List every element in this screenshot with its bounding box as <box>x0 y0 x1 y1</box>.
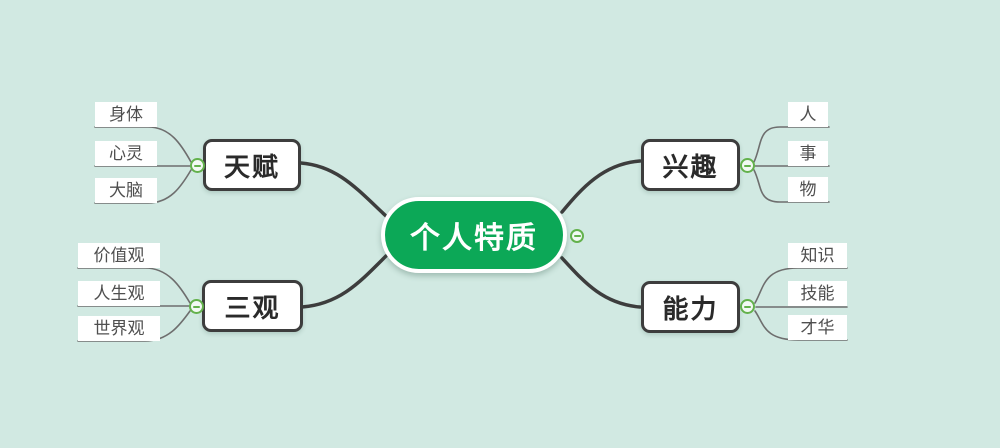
branch-node-label: 能力 <box>662 293 719 324</box>
root-node-label: 个人特质 <box>410 222 538 255</box>
branch-node-abilities[interactable]: 能力 <box>641 281 740 333</box>
collapse-button-interests[interactable] <box>740 158 755 173</box>
collapse-button-abilities[interactable] <box>740 299 755 314</box>
connector-root-to-interests <box>560 159 642 214</box>
leaf-node-knowledge[interactable]: 知识 <box>788 243 847 268</box>
branch-node-label: 兴趣 <box>662 151 719 182</box>
connector-three-views-to-values <box>77 267 191 304</box>
branch-node-label: 天赋 <box>223 151 280 182</box>
collapse-button-talent[interactable] <box>190 158 205 173</box>
connector-root-to-three-views <box>300 254 388 309</box>
branch-node-interests[interactable]: 兴趣 <box>641 139 740 191</box>
leaf-node-matters[interactable]: 事 <box>788 141 828 166</box>
leaf-node-talent-flair[interactable]: 才华 <box>788 315 847 340</box>
minus-icon <box>193 305 200 308</box>
branch-node-talent[interactable]: 天赋 <box>203 139 301 191</box>
leaf-node-body[interactable]: 身体 <box>95 102 157 127</box>
leaf-node-skills[interactable]: 技能 <box>788 281 847 306</box>
connector-talent-to-body <box>94 126 192 163</box>
leaf-node-life-view[interactable]: 人生观 <box>78 281 160 306</box>
leaf-node-people[interactable]: 人 <box>788 102 828 127</box>
minus-icon <box>573 235 581 237</box>
connector-root-to-talent <box>299 161 388 218</box>
minus-icon <box>194 164 201 167</box>
branch-node-three-views[interactable]: 三观 <box>202 280 303 332</box>
connector-abilities-to-knowledge <box>754 267 848 304</box>
leaf-node-things[interactable]: 物 <box>788 177 828 202</box>
branch-node-label: 三观 <box>224 292 281 323</box>
connector-interests-to-things <box>753 169 830 203</box>
connector-root-to-abilities <box>560 256 642 309</box>
root-node-personal-traits[interactable]: 个人特质 <box>381 197 567 273</box>
collapse-button-three-views[interactable] <box>189 299 204 314</box>
leaf-node-brain[interactable]: 大脑 <box>95 178 157 203</box>
leaf-node-mind[interactable]: 心灵 <box>95 141 157 166</box>
leaf-node-values[interactable]: 价值观 <box>78 243 160 268</box>
minus-icon <box>744 305 751 308</box>
minus-icon <box>744 164 751 167</box>
collapse-button-root[interactable] <box>570 229 584 243</box>
leaf-node-world-view[interactable]: 世界观 <box>78 316 160 341</box>
connector-interests-to-people <box>753 126 830 163</box>
